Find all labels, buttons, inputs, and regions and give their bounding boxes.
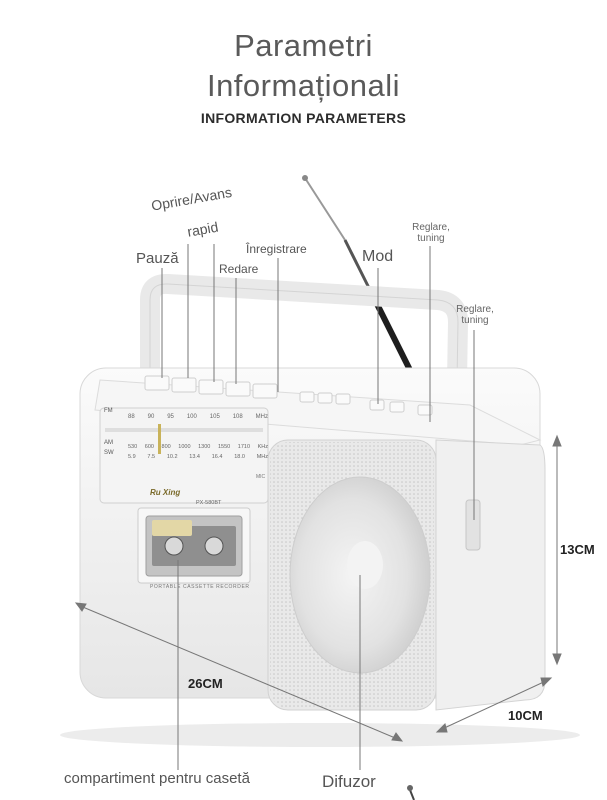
mic-label: MIC xyxy=(256,474,266,480)
sw-tick: 18.0 xyxy=(234,454,245,460)
callout-lines xyxy=(161,244,475,770)
dimension-width: 26CM xyxy=(188,676,223,691)
recorder-label: PORTABLE CASSETTE RECORDER xyxy=(150,584,250,590)
handle xyxy=(140,273,468,441)
callout-tuning-side: Reglare, tuning xyxy=(452,304,498,326)
sw-tick: 13.4 xyxy=(189,454,200,460)
model-label: PX-580BT xyxy=(196,500,222,506)
fm-tick: 105 xyxy=(209,414,220,420)
tuning-knob xyxy=(465,499,481,551)
callout-tuning-top-line2: tuning xyxy=(417,233,445,244)
callout-record: Înregistrare xyxy=(246,242,307,256)
fm-tick: 100 xyxy=(186,414,197,420)
callout-tuning-top-line1: Reglare, xyxy=(412,222,450,233)
callout-tuning-side-line2: tuning xyxy=(461,315,489,326)
brand-logo: Ru Xing xyxy=(150,488,181,497)
fm-band-label: FM xyxy=(104,408,113,414)
am-tick: 600 xyxy=(144,444,154,450)
am-tick: 800 xyxy=(161,444,171,450)
sw-tick: 5.9 xyxy=(128,454,136,460)
fm-tick: 108 xyxy=(232,414,243,420)
fm-scale: 88 90 95 100 105 108 MHz xyxy=(128,414,268,420)
fm-tick: 95 xyxy=(167,414,174,420)
am-tick: 530 xyxy=(128,444,138,450)
callout-pause: Pauză xyxy=(136,250,179,267)
fm-unit: MHz xyxy=(255,414,268,420)
callout-play: Redare xyxy=(219,262,259,276)
callout-speaker: Difuzor xyxy=(322,772,376,791)
callout-cassette: compartiment pentru casetă xyxy=(64,770,250,787)
callout-tuning-side-line1: Reglare, xyxy=(456,304,494,315)
page-title-line2: Informaționali xyxy=(206,68,401,103)
am-tick: 1550 xyxy=(217,444,231,450)
sw-unit: MHz xyxy=(256,454,268,460)
am-scale: 530 600 800 1000 1300 1550 1710 KHz xyxy=(128,444,268,450)
sw-tick: 16.4 xyxy=(211,454,223,460)
sw-tick: 7.5 xyxy=(147,454,156,460)
antenna-tip-icon xyxy=(407,785,415,800)
am-band-label: AM xyxy=(104,440,113,446)
am-tick: 1000 xyxy=(178,444,191,450)
dimension-lines xyxy=(74,434,562,742)
callout-tuning-top: Reglare, tuning xyxy=(408,222,454,244)
transport-keys xyxy=(144,375,433,416)
page-subtitle: INFORMATION PARAMETERS xyxy=(200,110,407,126)
callout-mode: Mod xyxy=(362,248,394,265)
speaker-grille xyxy=(267,439,437,711)
dimension-depth: 10CM xyxy=(508,708,543,723)
fm-tick: 90 xyxy=(147,414,155,420)
am-unit: KHz xyxy=(257,444,268,450)
fm-tick: 88 xyxy=(128,414,135,420)
dimension-height: 13CM xyxy=(560,542,595,557)
am-tick: 1300 xyxy=(198,444,211,450)
sw-band-label: SW xyxy=(104,450,114,456)
sw-scale: 5.9 7.5 10.2 13.4 16.4 18.0 MHz xyxy=(128,454,268,460)
sw-tick: 10.2 xyxy=(166,454,178,460)
cassette-door xyxy=(137,507,251,584)
page-title-line1: Parametri xyxy=(234,28,373,63)
am-tick: 1710 xyxy=(237,444,251,450)
